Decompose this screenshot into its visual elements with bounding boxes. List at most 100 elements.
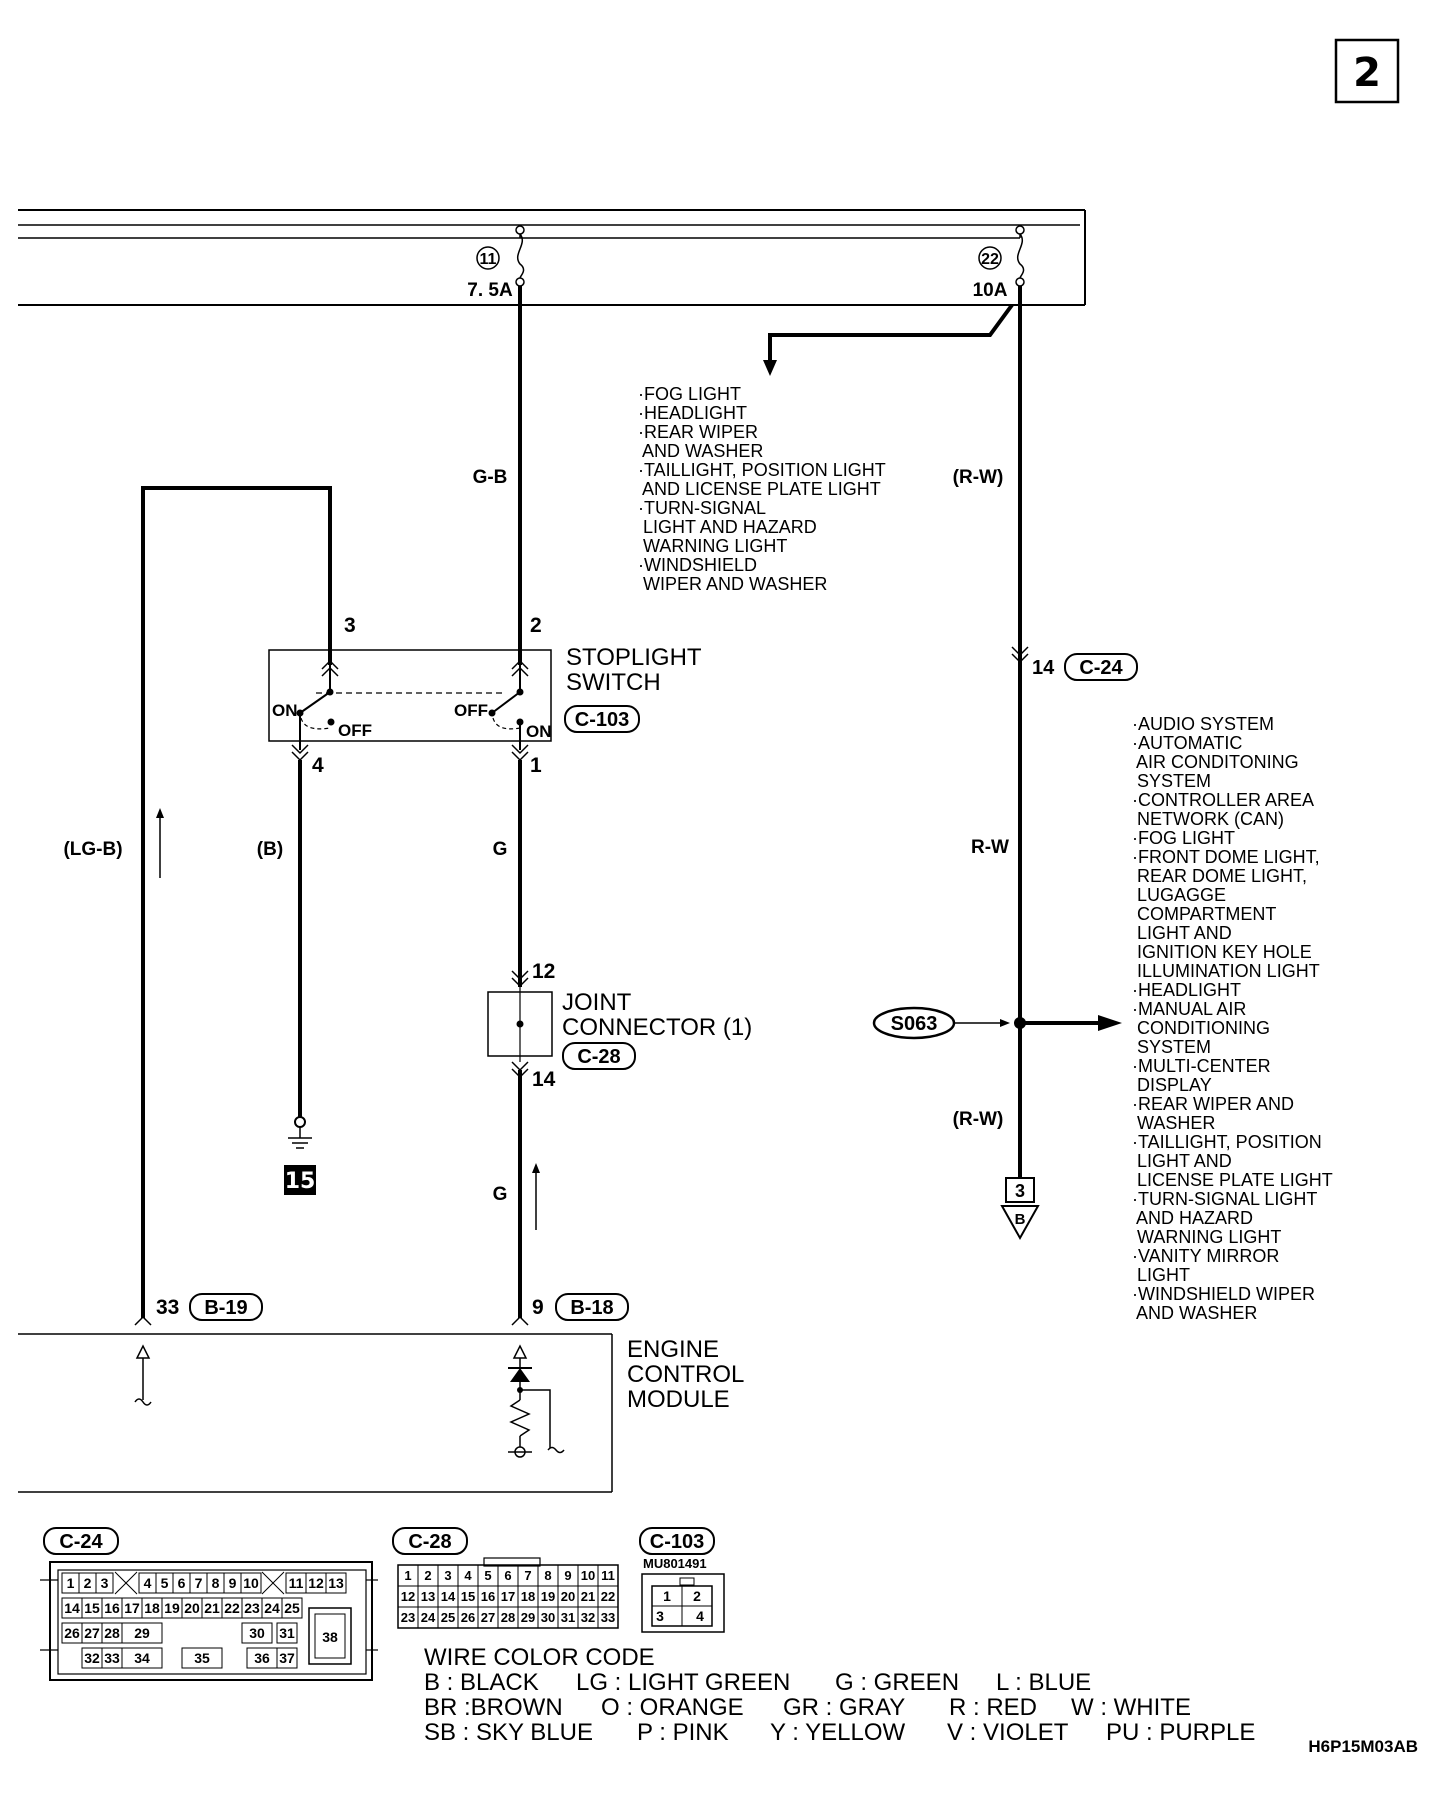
connector-views-c28-row2-8: 20: [561, 1589, 575, 1604]
connector-views-c28-row1-2: 3: [444, 1568, 451, 1583]
wire-g-lower: G: [493, 1070, 540, 1318]
s063-branch-list-17: SYSTEM: [1132, 1037, 1211, 1057]
s063-branch-list-7: ·FRONT DOME LIGHT,: [1132, 847, 1320, 867]
connector-views-c24-row1-10: 10: [243, 1575, 259, 1591]
connector-views-c24-row2-0: 14: [64, 1600, 80, 1616]
connector-views-c24-row2-7: 21: [204, 1600, 220, 1616]
fuse22-branch-list-0: ·FOG LIGHT: [638, 384, 741, 404]
connector-views-c24-row2-2: 16: [104, 1600, 120, 1616]
connector-views-c28-row3-9: 32: [581, 1610, 595, 1625]
wire-color-code-line2-4: W : WHITE: [1071, 1694, 1191, 1721]
fuse-11: 11 7. 5A: [467, 225, 525, 301]
c24-pin-number: 14: [1032, 657, 1055, 679]
connector-views-c28-row1-4: 5: [484, 1568, 491, 1583]
switch-title-1: STOPLIGHT: [566, 644, 702, 671]
connector-views-c103-pins-3: 4: [696, 1608, 704, 1624]
c103-label: C-103: [650, 1531, 704, 1553]
stoplight-switch: 3 ON OFF 2 OFF ON 4 1 STOPLIGHT: [268, 614, 702, 777]
connector-views-c28-row2-3: 15: [461, 1589, 475, 1604]
connector-views-c24-row2-5: 19: [164, 1600, 180, 1616]
wire-b: (B): [257, 760, 302, 1118]
wire-gb-label: G-B: [473, 467, 508, 488]
connector-views-c28-row1-3: 4: [464, 1568, 472, 1583]
connector-views-c103-pins-2: 3: [656, 1608, 664, 1624]
fuse-block: [18, 209, 1086, 306]
connector-views-c28-row2-9: 21: [581, 1589, 595, 1604]
connector-views-c103-pins-0: 1: [663, 1588, 671, 1604]
fuse-11-number: 11: [480, 251, 497, 268]
s063-branch-list-18: ·MULTI-CENTER: [1132, 1056, 1271, 1076]
wire-g-upper-label: G: [493, 839, 508, 860]
connector-views-c28-row2-2: 14: [441, 1589, 456, 1604]
off-page-letter: B: [1015, 1211, 1026, 1228]
ecm-pin-9: 9: [532, 1296, 544, 1319]
connector-views-c24-row4-4: 36: [254, 1650, 270, 1666]
s063-branch-list-15: ·MANUAL AIR: [1132, 999, 1246, 1019]
wire-color-code-line1-3: L : BLUE: [996, 1669, 1091, 1696]
wire-rw-top-label: (R-W): [953, 467, 1004, 488]
c103-part-number: MU801491: [643, 1556, 707, 1571]
wire-b-label: (B): [257, 839, 283, 860]
wire-color-code-line3-3: V : VIOLET: [947, 1719, 1069, 1746]
s063-branch-list-10: COMPARTMENT: [1132, 904, 1276, 924]
connector-views-c24-row2-11: 25: [284, 1600, 300, 1616]
connector-views-c28-row3-5: 28: [501, 1610, 515, 1625]
c28-grid: 1 2 3 4 5 6 7 8 9 10 11 12 13 14 15 16 1…: [397, 1564, 619, 1629]
s063-branch-list-9: LUGAGGE: [1132, 885, 1226, 905]
fuse-22-branch: [763, 303, 1014, 376]
wire-color-code-line3-1: P : PINK: [637, 1719, 729, 1746]
connector-views-c24-row1-6: 6: [178, 1575, 186, 1591]
switch-right-off: OFF: [454, 701, 488, 720]
switch-left-on: ON: [272, 701, 298, 720]
engine-control-module: ENGINE CONTROL MODULE: [18, 1333, 744, 1493]
s063-branch-list-23: LIGHT AND: [1132, 1151, 1232, 1171]
wire-color-code-line2-2: GR : GRAY: [783, 1694, 905, 1721]
connector-views-c24-row1-8: 8: [212, 1575, 220, 1591]
s063-branch-list-19: DISPLAY: [1132, 1075, 1212, 1095]
s063-branch-list-3: SYSTEM: [1132, 771, 1211, 791]
wire-color-code-line2-3: R : RED: [949, 1694, 1037, 1721]
connector-views-c24-row4-0: 32: [84, 1650, 100, 1666]
connector-views-c24-row3-4: 30: [249, 1625, 265, 1641]
connector-views-c24-row2-9: 23: [244, 1600, 260, 1616]
s063-branch-list-26: AND HAZARD: [1132, 1208, 1253, 1228]
fuse22-branch-list-6: ·TURN-SIGNAL: [638, 498, 766, 518]
ecm-title-2: CONTROL: [627, 1361, 744, 1388]
joint-title-2: CONNECTOR (1): [562, 1014, 752, 1041]
connector-views-c24-row4-3: 35: [194, 1650, 210, 1666]
connector-views-c28-row3-2: 25: [441, 1610, 455, 1625]
connector-views-c28-row2-1: 13: [421, 1589, 435, 1604]
c24-label: C-24: [59, 1531, 103, 1553]
switch-pin-2: 2: [530, 614, 542, 637]
fuse22-branch-list-1: ·HEADLIGHT: [638, 403, 747, 423]
connector-views-c28-row3-4: 27: [481, 1610, 495, 1625]
page-number: 2: [1353, 50, 1381, 96]
connector-views-c24-row1-9: 9: [229, 1575, 237, 1591]
connector-views-c28-row1-6: 7: [524, 1568, 531, 1583]
connector-views-c28-row2-0: 12: [401, 1589, 415, 1604]
fuse-22-branch-list: ·FOG LIGHT ·HEADLIGHT ·REAR WIPER AND WA…: [638, 384, 886, 594]
wire-lgb: (LG-B): [63, 486, 332, 1318]
wire-rw-bottom-label: (R-W): [953, 1109, 1004, 1130]
connector-views-c28-row1-8: 9: [564, 1568, 571, 1583]
switch-pin-4: 4: [312, 754, 324, 777]
connector-views-c24-row4-1: 33: [104, 1650, 120, 1666]
wire-g-lower-label: G: [493, 1184, 508, 1205]
connector-views-c24-row2-8: 22: [224, 1600, 240, 1616]
c24-connector-name: C-24: [1079, 657, 1123, 679]
figure-code: H6P15M03AB: [1308, 1737, 1418, 1756]
ecm-connector-b18: B-18: [570, 1297, 613, 1319]
connector-views-c24-row2-4: 18: [144, 1600, 160, 1616]
connector-views-c24-row4-2: 34: [134, 1650, 150, 1666]
s063-branch-list-1: ·AUTOMATIC: [1132, 733, 1242, 753]
wire-color-code: WIRE COLOR CODE B : BLACK LG : LIGHT GRE…: [424, 1644, 1255, 1746]
fuse-22-rating: 10A: [973, 280, 1008, 301]
connector-views-c103-pins-1: 2: [693, 1588, 701, 1604]
connector-views-c24-row1-4: 4: [144, 1575, 152, 1591]
connector-views-c28-row1-0: 1: [404, 1568, 411, 1583]
wire-color-code-line2-0: BR :BROWN: [424, 1694, 563, 1721]
s063-branch-list-2: AIR CONDITONING: [1132, 752, 1299, 772]
connector-view-c28: C-28 1 2 3 4 5 6 7 8 9 10 11 12 13 14 15…: [392, 1527, 619, 1629]
s063-branch-list-13: ILLUMINATION LIGHT: [1132, 961, 1320, 981]
s063-branch-list-29: LIGHT: [1132, 1265, 1190, 1285]
